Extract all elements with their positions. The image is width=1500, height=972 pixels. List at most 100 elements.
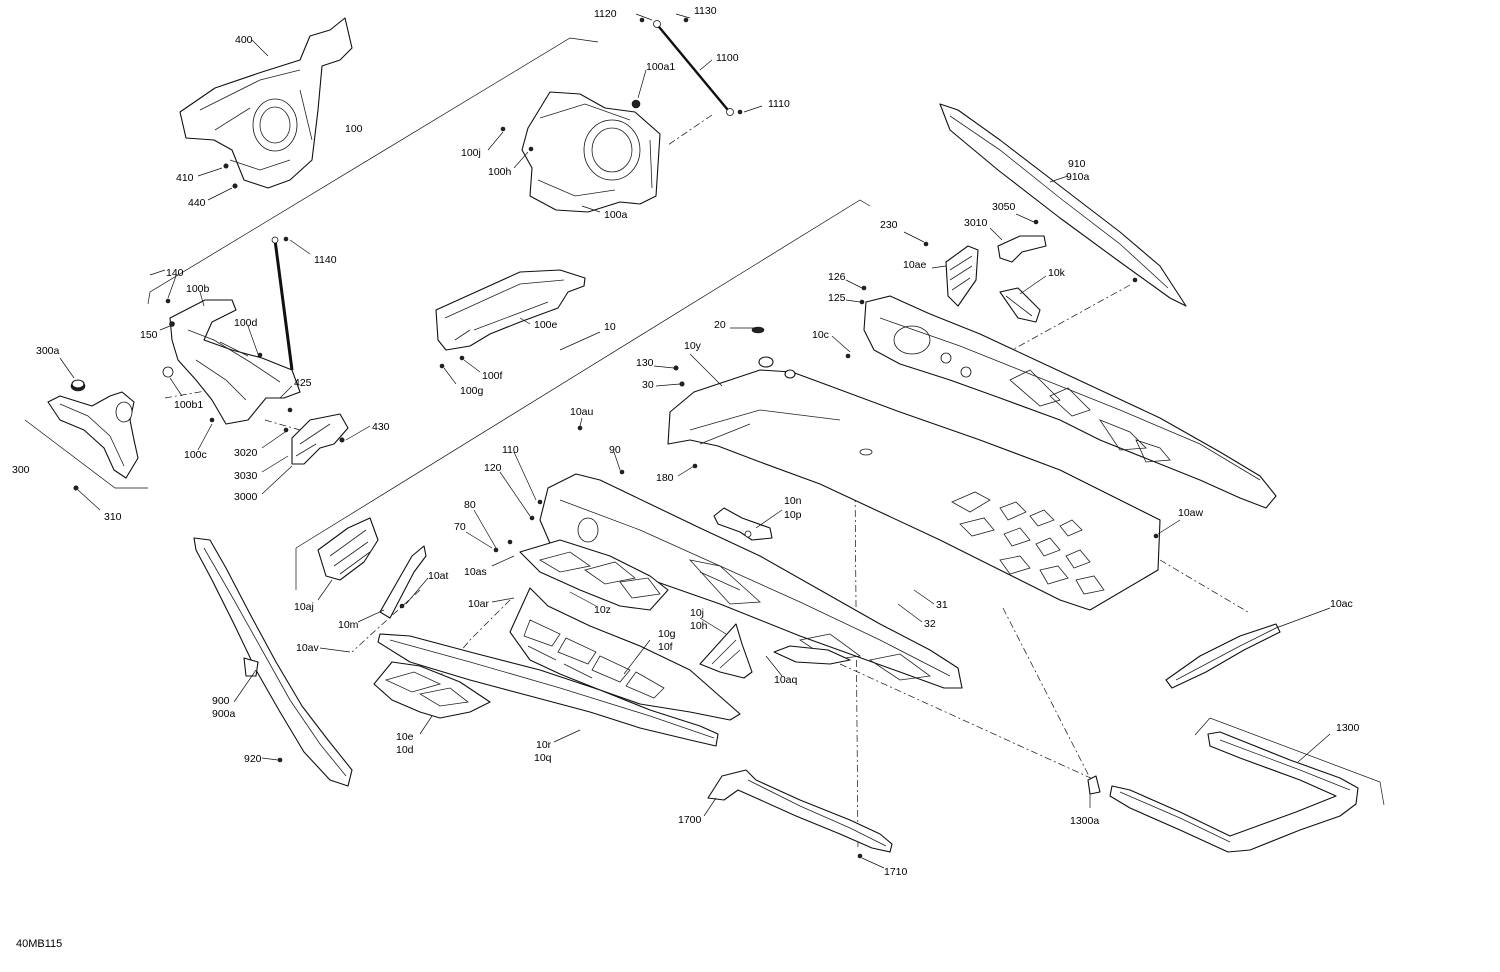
label-100f: 100f <box>482 370 503 382</box>
part-10m-brace <box>379 545 427 619</box>
label-10r: 10r <box>536 739 552 751</box>
label-920: 920 <box>244 753 262 765</box>
label-100a1: 100a1 <box>646 61 675 73</box>
label-180: 180 <box>656 472 674 484</box>
label-125: 125 <box>828 292 846 304</box>
part-10aq-plate <box>773 645 851 665</box>
label-10av: 10av <box>296 642 320 654</box>
label-126: 126 <box>828 271 846 283</box>
label-10at: 10at <box>428 570 449 582</box>
label-32: 32 <box>924 618 936 630</box>
label-100j: 100j <box>461 147 481 159</box>
part-10y-tunnel-top <box>667 326 1161 611</box>
label-10aj: 10aj <box>294 601 314 613</box>
label-100g: 100g <box>460 385 484 397</box>
label-10y: 10y <box>684 340 702 352</box>
part-910-upper-rail <box>939 103 1187 307</box>
part-10k-plate <box>999 287 1041 323</box>
part-10e-skid-plate <box>373 661 491 719</box>
label-10: 10 <box>604 321 616 333</box>
part-10j-bracket <box>699 623 753 679</box>
label-10g: 10g <box>658 628 676 640</box>
label-10m: 10m <box>338 619 359 631</box>
label-900a: 900a <box>212 708 236 720</box>
label-1140: 1140 <box>314 254 337 266</box>
label-10n: 10n <box>784 495 802 507</box>
label-910: 910 <box>1068 158 1086 170</box>
label-10p: 10p <box>784 509 802 521</box>
label-10j: 10j <box>690 607 704 619</box>
label-10aq: 10aq <box>774 674 798 686</box>
label-10f: 10f <box>658 641 673 653</box>
part-400-front-frame <box>179 17 353 189</box>
label-3010: 3010 <box>964 217 988 229</box>
label-1130: 1130 <box>694 5 717 17</box>
label-430: 430 <box>372 421 390 433</box>
part-1700-running-board-rail <box>707 769 893 859</box>
label-1110: 1110 <box>768 98 790 110</box>
part-1140-steering-rod <box>271 236 294 371</box>
label-910a: 910a <box>1066 171 1090 183</box>
part-labels: 1120 1130 1100 1110 100a1 100j 100h 100a… <box>12 5 1360 950</box>
part-10ae-grille <box>923 241 979 307</box>
label-300a: 300a <box>36 345 60 357</box>
part-10ac-bracket <box>1165 623 1281 689</box>
label-70: 70 <box>454 521 466 533</box>
part-10-right-side-panel <box>845 285 1277 509</box>
part-10as-footrest <box>519 539 669 611</box>
label-30: 30 <box>642 379 654 391</box>
label-10c: 10c <box>812 329 829 341</box>
label-400: 400 <box>235 34 253 46</box>
label-1300a: 1300a <box>1070 815 1099 827</box>
part-10r-front-rail <box>377 633 719 747</box>
label-10ar: 10ar <box>468 598 490 610</box>
label-10au: 10au <box>570 406 594 418</box>
part-3000-bracket <box>283 407 349 465</box>
label-310: 310 <box>104 511 122 523</box>
part-100e-panel <box>435 269 586 369</box>
label-100: 100 <box>345 123 363 135</box>
label-150: 150 <box>140 329 158 341</box>
label-10ac: 10ac <box>1330 598 1353 610</box>
part-1100-strut-rod <box>639 17 743 116</box>
part-10-left-side-panel <box>493 425 963 689</box>
label-1100: 1100 <box>716 52 739 64</box>
label-3000: 3000 <box>234 491 258 503</box>
label-10aw: 10aw <box>1178 507 1204 519</box>
part-1300-rear-bumper <box>1087 731 1359 853</box>
label-3020: 3020 <box>234 447 258 459</box>
label-3050: 3050 <box>992 201 1016 213</box>
label-80: 80 <box>464 499 476 511</box>
label-900: 900 <box>212 695 230 707</box>
label-230: 230 <box>880 219 898 231</box>
label-1710: 1710 <box>884 866 908 878</box>
label-10e: 10e <box>396 731 414 743</box>
label-440: 440 <box>188 197 206 209</box>
label-10as: 10as <box>464 566 487 578</box>
part-3010-bracket <box>997 219 1047 263</box>
label-100d: 100d <box>234 317 258 329</box>
part-10aj-grille <box>317 517 379 581</box>
label-1300: 1300 <box>1336 722 1360 734</box>
label-140: 140 <box>166 267 184 279</box>
label-90: 90 <box>609 444 621 456</box>
label-100h: 100h <box>488 166 512 178</box>
label-1120: 1120 <box>594 8 617 20</box>
label-410: 410 <box>176 172 194 184</box>
part-300-steering-support <box>47 379 139 491</box>
label-10z: 10z <box>594 604 611 616</box>
leader-lines <box>59 13 1331 869</box>
label-100b1: 100b1 <box>174 399 203 411</box>
label-10ae: 10ae <box>903 259 927 271</box>
part-100a-front-frame <box>500 91 661 213</box>
label-10d: 10d <box>396 744 414 756</box>
label-10h: 10h <box>690 620 708 632</box>
label-300: 300 <box>12 464 30 476</box>
label-20: 20 <box>714 319 726 331</box>
part-100b-side-bracket <box>162 298 301 425</box>
diagram-code: 40MB115 <box>16 938 62 950</box>
label-100b: 100b <box>186 283 210 295</box>
label-100e: 100e <box>534 319 558 331</box>
part-10n-bracket <box>713 507 773 541</box>
label-31: 31 <box>936 599 948 611</box>
